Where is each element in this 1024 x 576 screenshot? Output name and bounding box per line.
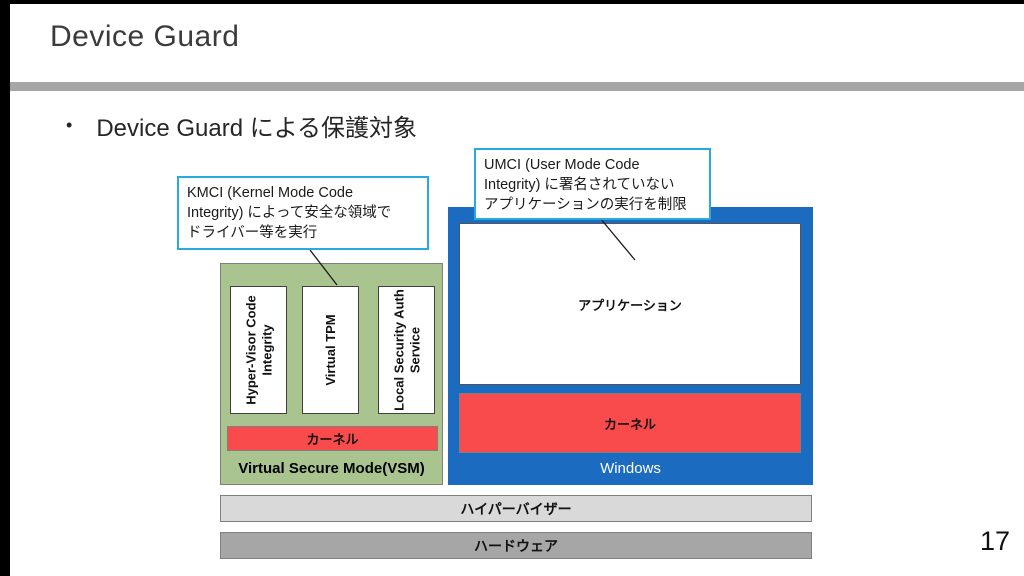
slide: Device Guard • Device Guard による保護対象 KMCI… bbox=[10, 4, 1024, 576]
vsm-component-label: Local Security Auth Service bbox=[390, 289, 422, 411]
bullet-marker: • bbox=[66, 115, 73, 135]
vsm-component-label: Virtual TPM bbox=[322, 314, 338, 386]
kmci-callout: KMCI (Kernel Mode Code Integrity) によって安全… bbox=[177, 176, 429, 250]
vsm-component-label: Hyper-Visor Code Integrity bbox=[242, 295, 274, 405]
umci-callout-line-2: Integrity) に署名されていない bbox=[484, 177, 675, 193]
vsm-component-virtual-tpm: Virtual TPM bbox=[302, 286, 359, 414]
hypervisor-bar: ハイパーバイザー bbox=[220, 495, 812, 522]
umci-callout-line-1: UMCI (User Mode Code bbox=[484, 157, 640, 173]
title-divider bbox=[10, 82, 1024, 91]
windows-kernel-bar: カーネル bbox=[459, 393, 801, 453]
vsm-component-hypervisor-code-integrity: Hyper-Visor Code Integrity bbox=[230, 286, 287, 414]
hardware-bar: ハードウェア bbox=[220, 532, 812, 559]
umci-callout-line-3: アプリケーションの実行を制限 bbox=[484, 197, 687, 213]
windows-container: アプリケーション カーネル Windows bbox=[448, 207, 813, 485]
kmci-callout-line-2: Integrity) によって安全な領域で bbox=[187, 205, 392, 221]
vsm-kernel-bar: カーネル bbox=[227, 426, 438, 451]
vsm-label: Virtual Secure Mode(VSM) bbox=[238, 460, 425, 477]
vsm-component-local-security-auth-service: Local Security Auth Service bbox=[378, 286, 435, 414]
umci-callout: UMCI (User Mode Code Integrity) に署名されていな… bbox=[474, 148, 711, 220]
windows-label: Windows bbox=[600, 460, 661, 477]
bullet-item: • Device Guard による保護対象 bbox=[66, 108, 417, 143]
page-title: Device Guard bbox=[50, 20, 240, 53]
page-number: 17 bbox=[979, 526, 1010, 556]
vsm-container: Hyper-Visor Code Integrity Virtual TPM L… bbox=[220, 263, 443, 485]
kmci-callout-line-1: KMCI (Kernel Mode Code bbox=[187, 185, 354, 201]
kmci-callout-line-3: ドライバー等を実行 bbox=[187, 225, 318, 241]
application-box: アプリケーション bbox=[459, 223, 801, 385]
bullet-text: Device Guard による保護対象 bbox=[96, 115, 417, 142]
